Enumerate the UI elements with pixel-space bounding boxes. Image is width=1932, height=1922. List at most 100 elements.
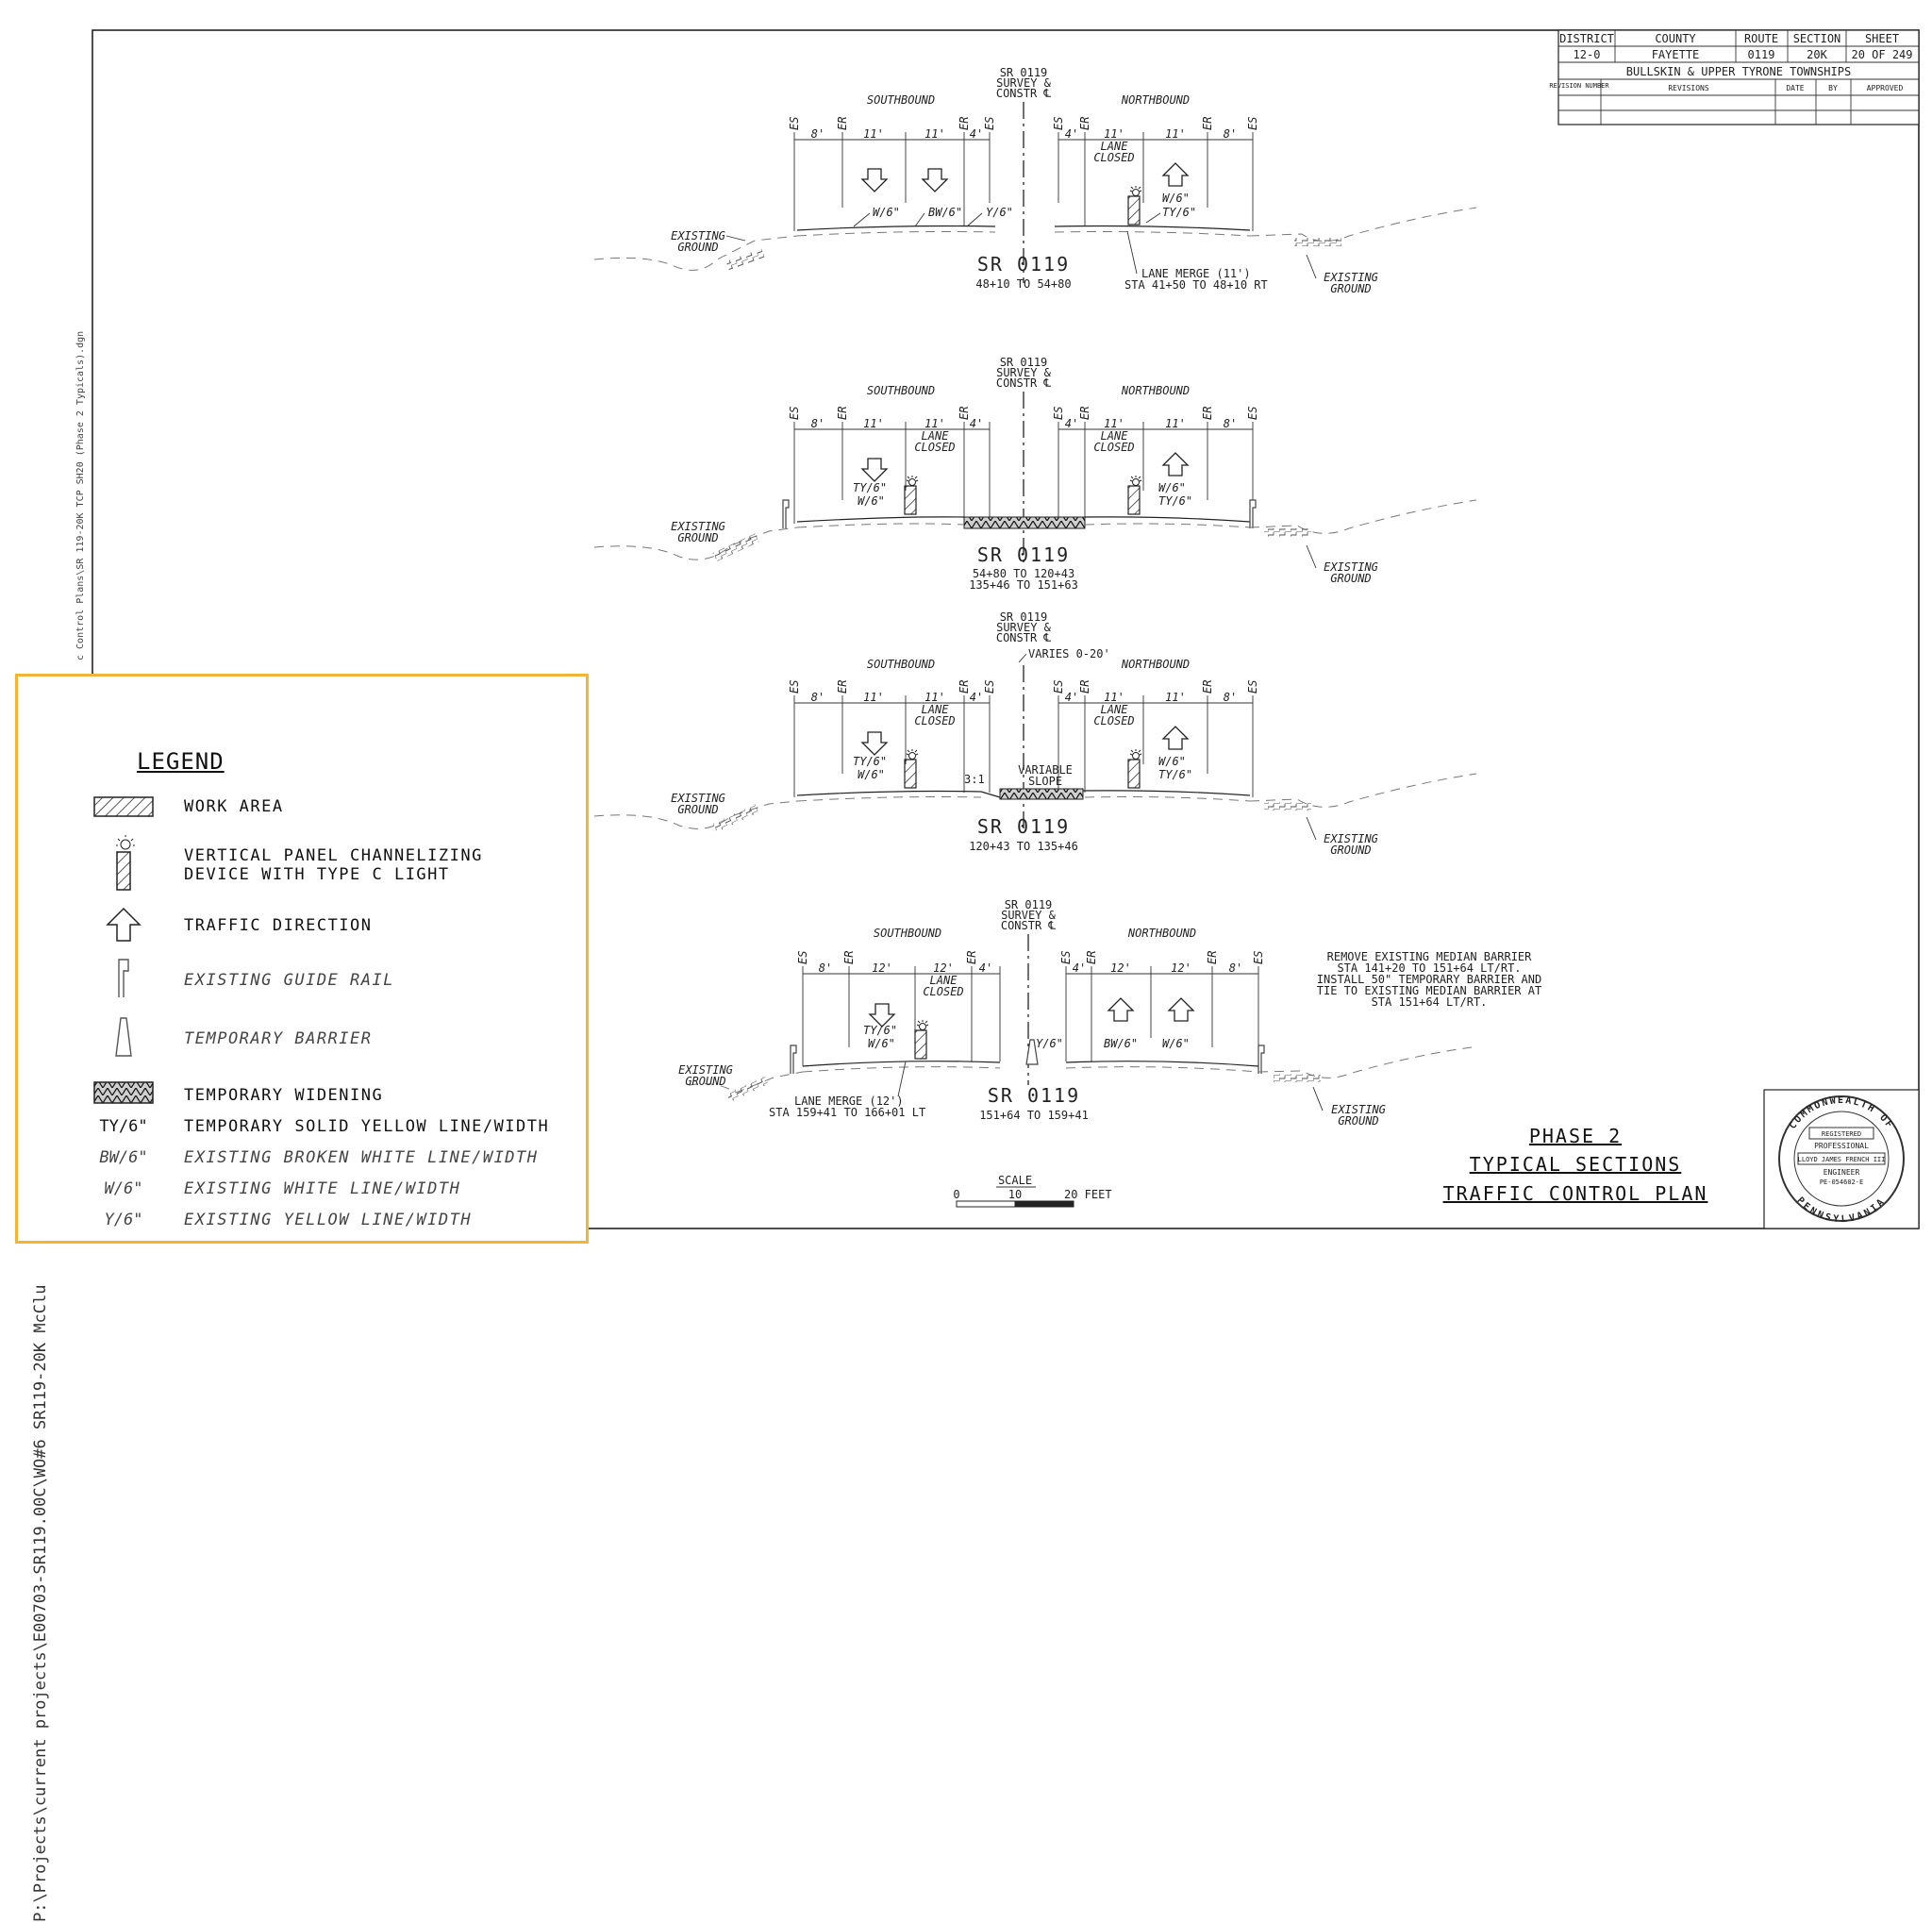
legend-title: LEGEND bbox=[137, 748, 225, 775]
s3-slope: SLOPE bbox=[1028, 775, 1062, 788]
s4-note-4: TIE TO EXISTING MEDIAN BARRIER AT bbox=[1317, 984, 1541, 997]
s2-es-right: ES bbox=[1246, 407, 1259, 420]
s1-dim-4: 4' bbox=[970, 127, 983, 141]
s2-arrow-up bbox=[1162, 452, 1189, 476]
s4-dim-3: 12' bbox=[933, 961, 954, 975]
s3-dim-8: 8' bbox=[1224, 691, 1237, 704]
seal-engineer: ENGINEER bbox=[1824, 1168, 1860, 1177]
s1-mark-ty6: TY/6" bbox=[1162, 206, 1196, 219]
plan-drawing: DISTRICT COUNTY ROUTE SECTION SHEET 12-0… bbox=[92, 29, 1920, 1229]
s1-er-median-left: ER bbox=[958, 117, 971, 130]
s3-survey-1: SR 0119 bbox=[1000, 610, 1048, 624]
s2-lane-left: LANE bbox=[922, 429, 950, 443]
s4-note-2: STA 141+20 TO 151+64 LT/RT. bbox=[1337, 961, 1521, 975]
s4-note-5: STA 151+64 LT/RT. bbox=[1372, 995, 1488, 1009]
s4-southbound: SOUTHBOUND bbox=[874, 927, 941, 940]
s3-dim-6: 11' bbox=[1104, 691, 1124, 704]
s2-es-median-right: ES bbox=[1052, 407, 1065, 420]
s1-arrow-down-1 bbox=[861, 168, 888, 192]
legend-symbol-bw6: BW/6" bbox=[99, 1148, 148, 1167]
s2-dim-4: 4' bbox=[970, 417, 983, 430]
seal-professional: PROFESSIONAL bbox=[1814, 1142, 1869, 1150]
s3-dim-5: 4' bbox=[1065, 691, 1078, 704]
s4-es-left: ES bbox=[796, 951, 809, 964]
header-table: DISTRICT COUNTY ROUTE SECTION SHEET 12-0… bbox=[1549, 29, 1920, 125]
s3-arrow-down bbox=[861, 731, 888, 756]
s4-es-right: ES bbox=[1252, 951, 1265, 964]
s2-mark-ty6-right: TY/6" bbox=[1158, 494, 1192, 508]
hdr-rev-number: REVISION NUMBER bbox=[1549, 82, 1609, 90]
s2-guide-rail-right bbox=[1249, 499, 1257, 529]
guide-rail-icon bbox=[84, 958, 163, 1004]
s3-variable: VARIABLE bbox=[1018, 763, 1073, 777]
s4-ground-left: GROUND bbox=[685, 1075, 725, 1088]
s1-dim-7: 11' bbox=[1165, 127, 1186, 141]
s1-dim-3: 11' bbox=[924, 127, 945, 141]
s2-ground-right: GROUND bbox=[1330, 572, 1371, 585]
s2-dim-1: 8' bbox=[811, 417, 824, 430]
s2-dim-5: 4' bbox=[1065, 417, 1078, 430]
s2-temporary-widening bbox=[963, 516, 1086, 529]
legend-label-channelizing: VERTICAL PANEL CHANNELIZING DEVICE WITH … bbox=[184, 846, 483, 884]
s1-dim-8: 8' bbox=[1224, 127, 1237, 141]
s2-ground-left: GROUND bbox=[677, 531, 718, 544]
s4-closed: CLOSED bbox=[923, 985, 963, 998]
hdr-date: DATE bbox=[1786, 84, 1804, 92]
s2-er-right: ER bbox=[1201, 407, 1214, 420]
side-file-path: c Control Plans\SR 119-20K TCP SH20 (Pha… bbox=[75, 330, 86, 660]
s2-er-median-left: ER bbox=[958, 407, 971, 420]
s1-es-left: ES bbox=[788, 117, 801, 130]
s4-mark-ty6: TY/6" bbox=[863, 1024, 897, 1037]
s1-survey-3: CONSTR ℄ bbox=[996, 87, 1052, 100]
s4-dim-5: 4' bbox=[1073, 961, 1086, 975]
s2-closed-left: CLOSED bbox=[914, 441, 955, 454]
s3-route: SR 0119 bbox=[977, 815, 1070, 838]
s1-es-right: ES bbox=[1246, 117, 1259, 130]
s1-dim-1: 8' bbox=[811, 127, 824, 141]
s3-varies: VARIES 0-20' bbox=[1028, 647, 1110, 660]
s3-station: 120+43 TO 135+46 bbox=[969, 840, 1078, 853]
s4-mark-y6: Y/6" bbox=[1036, 1037, 1063, 1050]
hdr-county: FAYETTE bbox=[1652, 48, 1700, 61]
s1-lane: LANE bbox=[1101, 140, 1129, 153]
temporary-widening-icon bbox=[84, 1080, 163, 1110]
s3-existing-right: EXISTING bbox=[1324, 832, 1378, 845]
engineer-seal: COMMONWEALTH OF PENNSYLVANIA REGISTERED … bbox=[1763, 1089, 1920, 1229]
scale-label: SCALE bbox=[998, 1174, 1032, 1187]
s3-es-left: ES bbox=[788, 680, 801, 694]
s3-temporary-widening bbox=[999, 788, 1084, 800]
s1-merge-station: STA 41+50 TO 48+10 RT bbox=[1124, 278, 1268, 292]
s3-dim-2: 11' bbox=[863, 691, 884, 704]
s3-existing-left: EXISTING bbox=[671, 792, 725, 805]
s2-survey-1: SR 0119 bbox=[1000, 356, 1048, 369]
sheet-border bbox=[92, 29, 1920, 1229]
section-2: SR 0119 SURVEY & CONSTR ℄ SOUTHBOUND NOR… bbox=[593, 356, 1477, 592]
s3-es-median-right: ES bbox=[1052, 680, 1065, 694]
s3-closed-left: CLOSED bbox=[914, 714, 955, 727]
s1-er-right: ER bbox=[1201, 117, 1214, 130]
s1-es-median-right: ES bbox=[1052, 117, 1065, 130]
s2-existing-left: EXISTING bbox=[671, 520, 725, 533]
s1-survey-2: SURVEY & bbox=[996, 76, 1052, 90]
s2-route: SR 0119 bbox=[977, 543, 1070, 566]
s4-er-median-right: ER bbox=[1085, 951, 1098, 964]
s4-dim-6: 12' bbox=[1110, 961, 1131, 975]
s2-dim-3: 11' bbox=[924, 417, 945, 430]
s3-mark-ty6-right: TY/6" bbox=[1158, 768, 1192, 781]
scale-tick-10: 10 bbox=[1008, 1188, 1022, 1201]
s2-lane-right: LANE bbox=[1101, 429, 1129, 443]
s2-er-left: ER bbox=[836, 407, 849, 420]
s1-dim-5: 4' bbox=[1065, 127, 1078, 141]
s4-survey-2: SURVEY & bbox=[1001, 909, 1057, 922]
s2-channelizing-device-right bbox=[1127, 475, 1142, 515]
legend-label-temporary-widening: TEMPORARY WIDENING bbox=[184, 1086, 384, 1105]
s2-dim-2: 11' bbox=[863, 417, 884, 430]
s2-mark-w6-left: W/6" bbox=[858, 494, 885, 508]
scale-bar: SCALE 0 10 20 FEET bbox=[953, 1174, 1112, 1208]
legend-panel: LEGEND WORK AREA VERTICAL PANEL CHANNELI… bbox=[15, 674, 589, 1922]
hdr-sheet: 20 OF 249 bbox=[1851, 48, 1912, 61]
s3-lane-right: LANE bbox=[1101, 703, 1129, 716]
s3-er-left: ER bbox=[836, 680, 849, 694]
s4-arrow-up-1 bbox=[1108, 997, 1134, 1022]
s1-er-median-right: ER bbox=[1078, 117, 1091, 130]
